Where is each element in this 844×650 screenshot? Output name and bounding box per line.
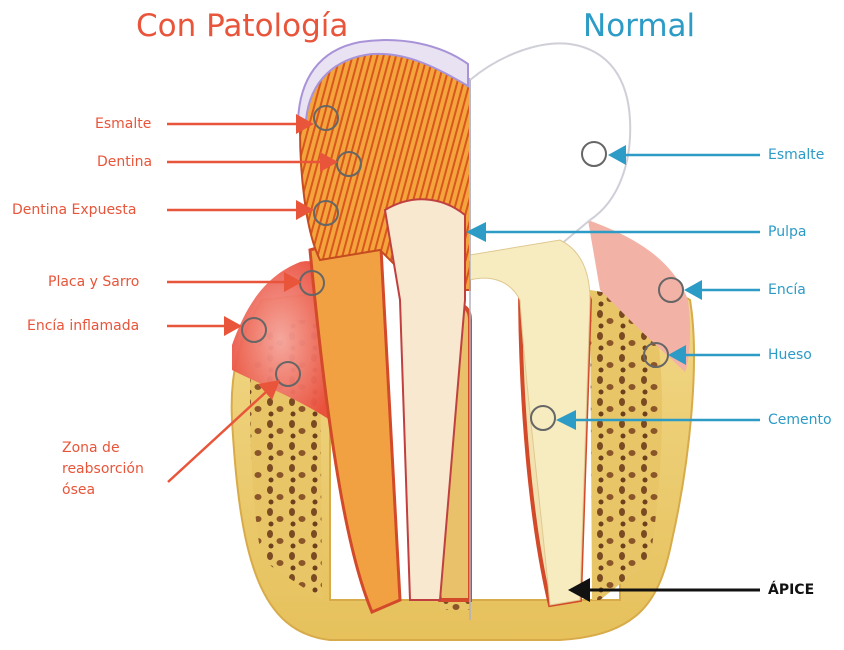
label-pulpa-normal: Pulpa (768, 224, 806, 241)
label-esmalte-normal: Esmalte (768, 147, 824, 164)
label-encia-normal: Encía (768, 282, 806, 299)
label-apice: ÁPICE (768, 582, 814, 599)
label-zona-reabsorcion: Zona de reabsorción ósea (62, 438, 172, 501)
label-esmalte-pathology: Esmalte (95, 116, 151, 133)
label-hueso-normal: Hueso (768, 347, 812, 364)
title-normal: Normal (583, 8, 695, 44)
label-dentina-expuesta: Dentina Expuesta (12, 202, 136, 219)
label-placa-sarro: Placa y Sarro (48, 274, 139, 291)
label-cemento-normal: Cemento (768, 412, 832, 429)
title-pathology: Con Patología (136, 8, 348, 44)
label-encia-inflamada: Encía inflamada (27, 318, 139, 335)
label-dentina-pathology: Dentina (97, 154, 152, 171)
